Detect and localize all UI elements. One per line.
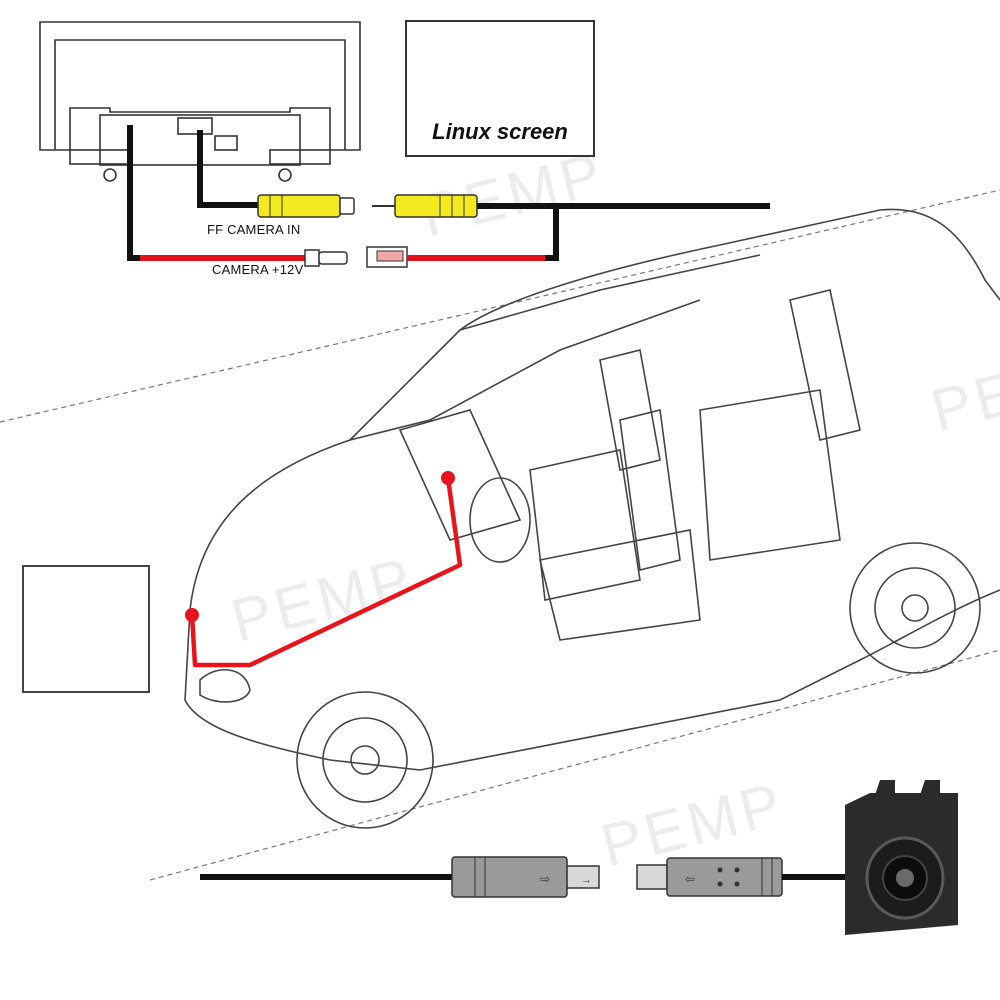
front-camera-icon — [845, 780, 958, 935]
video-wire — [197, 130, 258, 208]
power-connector-male — [304, 249, 348, 267]
camera-cable: ⇨ → ⇦ — [200, 856, 845, 898]
separator-line — [0, 189, 1000, 423]
ff-camera-in-label: FF CAMERA IN — [207, 222, 301, 237]
svg-text:⇨: ⇨ — [540, 872, 550, 886]
svg-text:→: → — [581, 874, 592, 886]
rca-female-connector — [257, 194, 355, 218]
power-connector-female — [366, 246, 408, 268]
route-endpoint — [441, 471, 455, 485]
cable-route — [185, 471, 463, 668]
camera-power-label: CAMERA +12V — [212, 262, 304, 277]
power-wire-black — [127, 125, 140, 261]
separator-line — [149, 649, 1000, 881]
screen-title: Linux screen — [432, 119, 568, 144]
camera-inset-box — [22, 565, 150, 693]
car-cutaway-icon — [184, 208, 1000, 829]
route-endpoint — [185, 608, 199, 622]
svg-text:⇦: ⇦ — [685, 872, 695, 886]
power-wire-black — [545, 206, 559, 261]
usb-connector-icon — [636, 864, 668, 890]
linux-screen-box: Linux screen — [405, 20, 595, 157]
rca-male-connector — [372, 194, 478, 218]
